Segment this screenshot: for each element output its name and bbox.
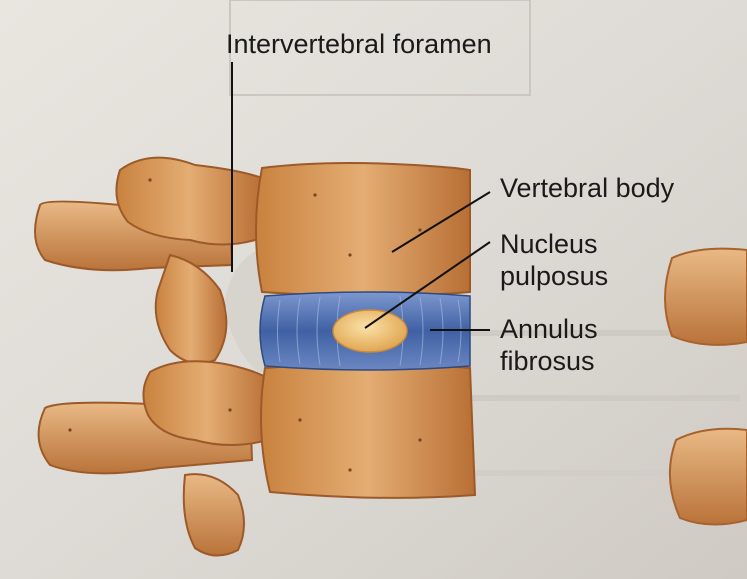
label-nucleus-line1: Nucleus: [500, 228, 608, 260]
label-intervertebral-foramen: Intervertebral foramen: [226, 28, 492, 60]
label-vertebral-body: Vertebral body: [500, 172, 674, 204]
label-nucleus-pulposus: Nucleus pulposus: [500, 228, 608, 292]
label-nucleus-line2: pulposus: [500, 260, 608, 292]
nucleus-pulposus-core: [333, 310, 407, 352]
label-annulus-line2: fibrosus: [500, 345, 598, 377]
label-annulus-line1: Annulus: [500, 313, 598, 345]
right-partial-vertebra-bottom: [670, 429, 747, 525]
faint-rule: [440, 395, 740, 401]
upper-vertebral-body: [256, 163, 470, 296]
right-partial-vertebra-top: [665, 249, 747, 345]
lower-vertebral-body: [261, 364, 475, 498]
label-annulus-fibrosus: Annulus fibrosus: [500, 313, 598, 377]
